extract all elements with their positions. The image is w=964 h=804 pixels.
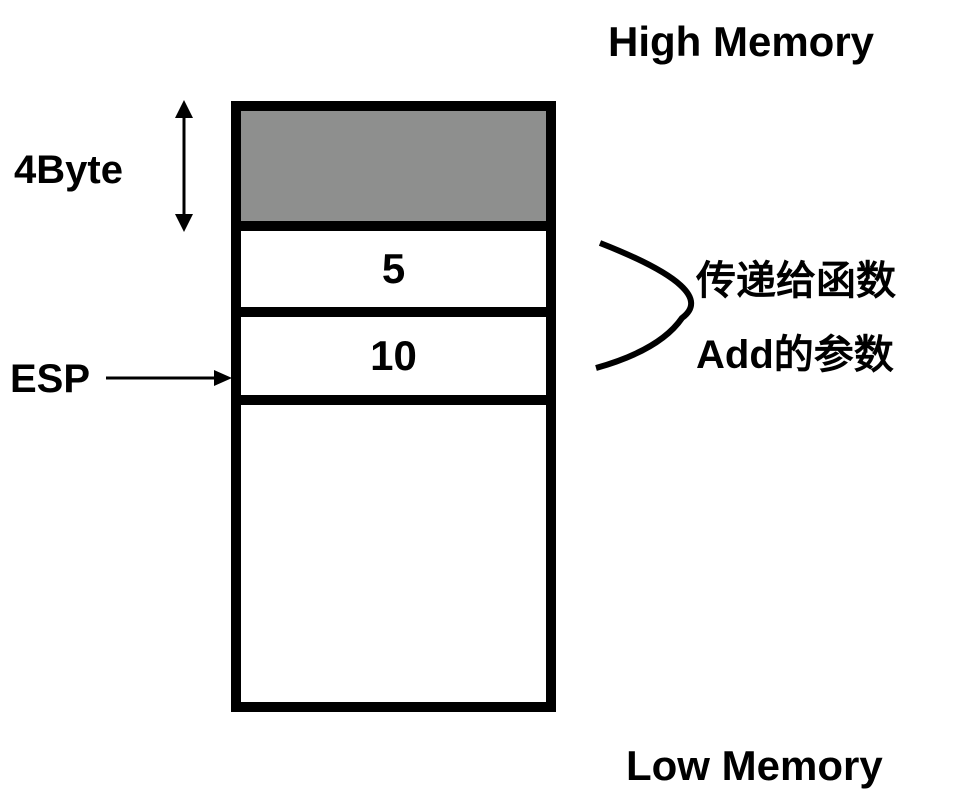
- size-double-arrow-icon: [175, 100, 193, 232]
- stack-cell-arg-10: 10: [241, 317, 546, 405]
- annotation-line-1: 传递给函数: [696, 259, 896, 303]
- low-memory-label: Low Memory: [626, 742, 883, 789]
- stack-cell-value: 10: [370, 332, 417, 379]
- stack-cell-reserved: [241, 111, 546, 231]
- high-memory-label: High Memory: [608, 18, 875, 65]
- annotation-line-2: Add的参数: [696, 333, 894, 377]
- cell-size-label: 4Byte: [14, 148, 123, 192]
- stack-cell-value: 5: [381, 245, 406, 292]
- parameter-annotation: 传递给函数 Add的参数: [696, 244, 896, 392]
- stack-cell-arg-5: 5: [241, 231, 546, 317]
- esp-label: ESP: [10, 357, 91, 401]
- stack-frame: 5 10: [231, 101, 556, 712]
- esp-pointer-arrow-icon: [106, 370, 232, 386]
- bracket-curve-icon: [595, 240, 695, 371]
